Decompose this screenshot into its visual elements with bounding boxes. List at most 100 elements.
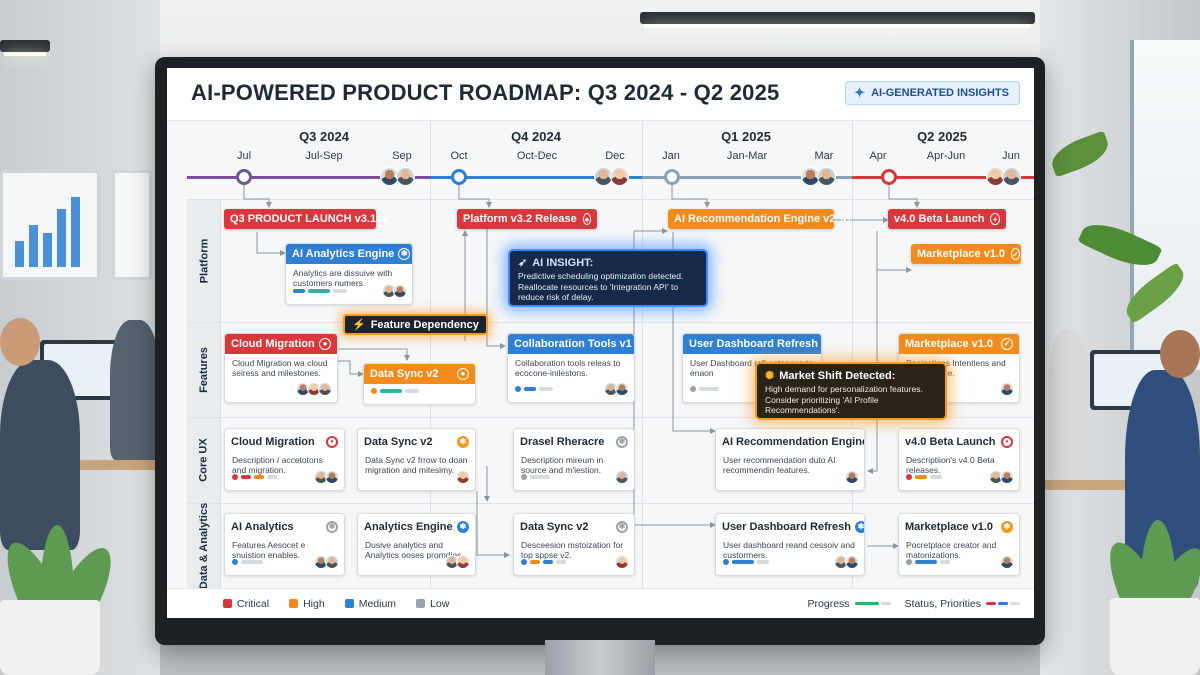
card-ai-analytics-engine[interactable]: AI Analytics Engine✱ Analytics are dissu…	[285, 243, 413, 305]
plant-pot	[0, 600, 100, 675]
ai-insights-button[interactable]: ✦ AI-GENERATED INSIGHTS	[845, 81, 1020, 105]
lane-label-core-ux: Core UX	[198, 438, 210, 482]
card-description: Description mireum in source and m'iesti…	[521, 455, 604, 475]
timeline-segment	[430, 176, 642, 179]
quarter-range-label: Jan-Mar	[726, 150, 768, 162]
card-da-user-dashboard[interactable]: User Dashboard Refresh✱ User dashboard r…	[715, 513, 865, 576]
target-icon: •	[326, 435, 338, 448]
lightbulb-icon: ✺	[765, 370, 775, 382]
card-da-analytics-engine[interactable]: Analytics Engine✱ Dusive analytics and A…	[357, 513, 476, 576]
month-label: Jul	[236, 150, 252, 162]
roadmap-screen: AI-POWERED PRODUCT ROADMAP: Q3 2024 - Q2…	[167, 68, 1034, 618]
market-shift-callout[interactable]: ✺Market Shift Detected: High demand for …	[755, 362, 947, 420]
card-title: Cloud Migration	[231, 338, 315, 350]
month-label: Jan	[662, 150, 680, 162]
card-da-ai-analytics[interactable]: AI Analytics✱ Features Aesocet e snuisti…	[224, 513, 345, 576]
lane-platform	[187, 199, 1034, 322]
milestone-ai-recommendation-engine[interactable]: AI Recommendation Engine v2✓	[668, 209, 851, 229]
timeline-node[interactable]	[236, 169, 252, 185]
check-icon: ✓	[1011, 248, 1020, 260]
avatar	[1002, 167, 1021, 186]
background-person-head	[0, 318, 40, 366]
timeline-segment	[187, 176, 430, 179]
card-core-v4-beta[interactable]: v4.0 Beta Launch• Descriptiion's v4.0 Be…	[898, 428, 1020, 491]
rocket-icon: ➶	[518, 257, 528, 269]
lane-label-platform: Platform	[198, 238, 210, 283]
month-label: Mar	[814, 150, 834, 162]
lane-label-data-analytics: Data & Analytics	[198, 502, 210, 590]
gear-icon: ✱	[616, 435, 628, 448]
settings-icon: ✱	[398, 248, 411, 260]
legend-progress: Progress	[808, 598, 891, 610]
gear-icon: ✱	[616, 520, 628, 533]
lane-label-column	[187, 199, 221, 589]
milestone-v4-beta-launch[interactable]: v4.0 Beta Launch+	[888, 209, 1006, 229]
milestone-q3-product-launch[interactable]: Q3 PRODUCT LAUNCH v3.1●	[224, 209, 389, 229]
check-icon: ✓	[1001, 338, 1013, 350]
desk	[0, 460, 160, 470]
card-description: Features Aesocet e snuistion enables.	[232, 540, 306, 560]
ceiling-light	[640, 12, 1035, 28]
timeline-avatars	[801, 167, 836, 186]
dependency-label: Feature Dependency	[370, 318, 479, 331]
card-title: User Dashboard Refresh	[689, 338, 818, 350]
quarter-range-label: Apr-Jun	[926, 150, 966, 162]
card-title: AI Recommendation Engine	[722, 435, 865, 448]
card-description: User recommendation duto AI recommendin …	[723, 455, 836, 475]
quarter-range-label: Oct-Dec	[516, 150, 558, 162]
gear-icon: ✱	[1001, 520, 1013, 533]
month-label: Apr	[869, 150, 887, 162]
page-title: AI-POWERED PRODUCT ROADMAP: Q3 2024 - Q2…	[191, 80, 780, 105]
quarter-divider	[430, 121, 431, 589]
card-title: Marketplace v1.0	[905, 520, 994, 533]
card-cloud-migration[interactable]: Cloud Migration● Cloud Migration wa clou…	[224, 333, 338, 403]
card-da-data-sync-v2[interactable]: Data Sync v2✱ Desceesion mstoization for…	[513, 513, 635, 576]
card-description: Description / accetotons and migration.	[232, 455, 323, 475]
card-core-drasel[interactable]: Drasel Rheracre✱ Description mireum in s…	[513, 428, 635, 491]
ai-insights-label: AI-GENERATED INSIGHTS	[871, 87, 1009, 99]
milestone-platform-release[interactable]: Platform v3.2 Release●	[457, 209, 597, 229]
timeline-avatars	[986, 167, 1021, 186]
card-core-cloud-migration[interactable]: Cloud Migration• Description / accetoton…	[224, 428, 345, 491]
card-title: v4.0 Beta Launch	[905, 435, 996, 448]
card-data-sync-v2[interactable]: Data Sync v2●	[363, 363, 476, 405]
timeline-node[interactable]	[664, 169, 680, 185]
timeline-node[interactable]	[451, 169, 467, 185]
background-person-head	[1160, 330, 1200, 378]
timeline-segment	[852, 176, 1034, 179]
milestone-marketplace[interactable]: Marketplace v1.0✓	[911, 244, 1021, 264]
timeline-segment	[642, 176, 852, 179]
legend-medium: Medium	[344, 598, 396, 610]
market-title: Market Shift Detected:	[779, 369, 896, 382]
card-description: Data Sync v2 frrow to doan migration and…	[365, 455, 468, 475]
insight-title: AI INSIGHT:	[532, 256, 594, 269]
card-da-marketplace[interactable]: Marketplace v1.0 ✱ Pocretplace creator an…	[898, 513, 1020, 576]
card-core-data-sync-v2[interactable]: Data Sync v2 ✱ Data Sync v2 frrow to doan…	[357, 428, 476, 491]
lightning-icon: ⚡	[352, 319, 366, 331]
lane-label-features: Features	[198, 346, 211, 393]
month-label: Oct	[450, 150, 468, 162]
card-title: User Dashboard Refresh	[722, 520, 851, 533]
plant-pot	[1110, 598, 1200, 675]
card-description: Desceesion mstoization for top sppse v2.	[521, 540, 624, 560]
ai-insight-callout[interactable]: ➶AI INSIGHT: Predictive scheduling optim…	[508, 249, 708, 307]
card-title: Collaboration Tools v1	[514, 338, 632, 350]
feature-dependency-tag[interactable]: ⚡ Feature Dependency	[343, 314, 488, 335]
month-label: Sep	[392, 150, 412, 162]
card-collaboration-tools[interactable]: Collaboration Tools v1✱ Collaboration to…	[507, 333, 635, 403]
ceiling-light	[0, 40, 50, 56]
avatar	[817, 167, 836, 186]
quarter-label: Q1 2025	[721, 129, 771, 144]
card-core-ai-recommendation[interactable]: AI Recommendation Engine✱ User recommend…	[715, 428, 865, 491]
lane-data-analytics	[187, 503, 1034, 589]
gear-icon: ✱	[457, 435, 469, 448]
card-title: Analytics Engine	[364, 520, 453, 533]
target-icon: •	[1001, 435, 1013, 448]
legend-low: Low	[416, 598, 449, 610]
timeline-node[interactable]	[881, 169, 897, 185]
card-description: Pocretplace creator and matonizations.	[906, 540, 997, 560]
card-description: User Dashboard refi entoones to enaon	[690, 358, 813, 378]
desk	[1045, 480, 1200, 490]
card-title: Data Sync v2	[364, 435, 433, 448]
quarter-label: Q2 2025	[917, 129, 967, 144]
